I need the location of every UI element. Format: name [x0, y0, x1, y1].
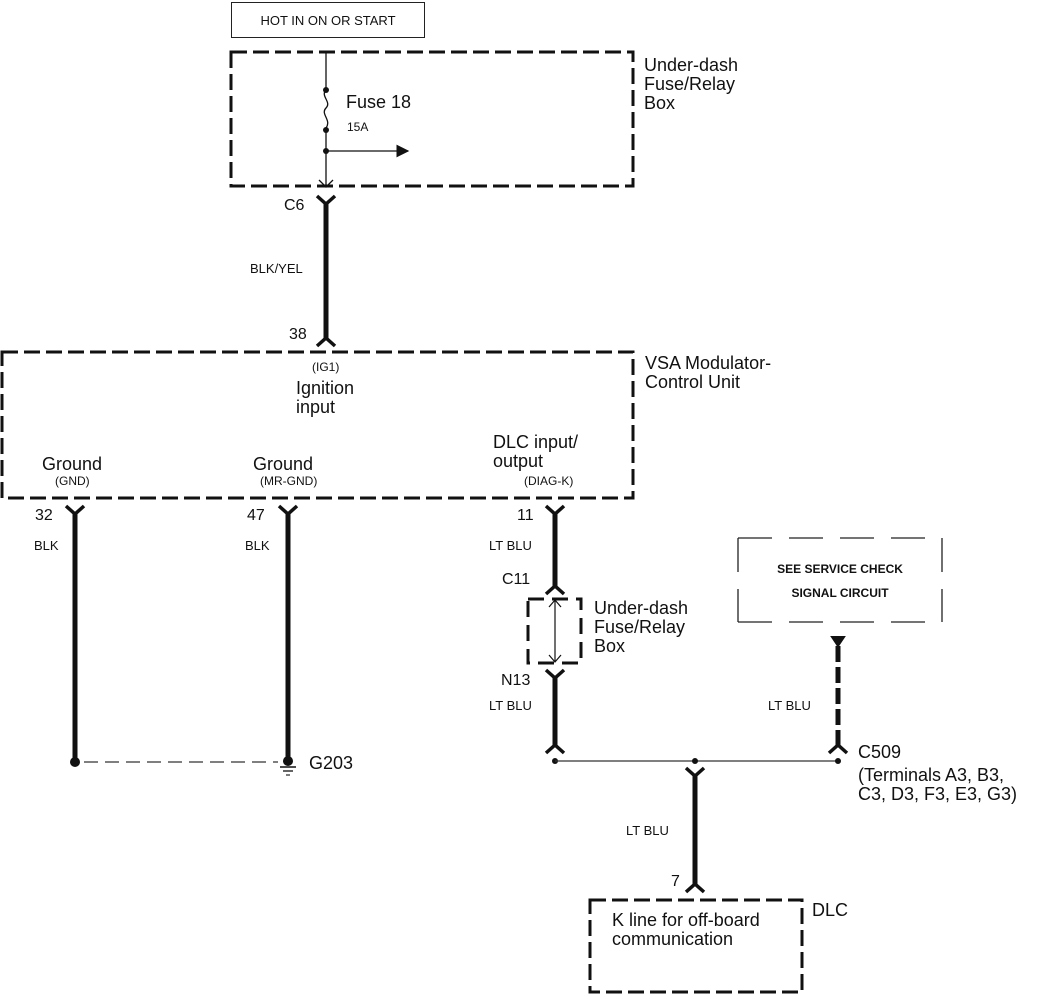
service-check-text[interactable]: SEE SERVICE CHECK SIGNAL CIRCUIT [777, 562, 903, 600]
fuse-box-mid-name: Under-dash Fuse/Relay Box [594, 598, 689, 656]
connector-c509-symbol [827, 742, 849, 755]
wire-color-mrgnd: BLK [245, 538, 270, 553]
connector-c11-label: C11 [502, 571, 531, 588]
service-check-outline [737, 537, 943, 623]
gnd-name: Ground [42, 454, 103, 474]
diag-description: DLC input/ output [493, 432, 579, 471]
connector-c11-symbol [544, 583, 566, 596]
fuse-box-mid-outline [526, 597, 583, 665]
fuse-rating: 15A [347, 120, 369, 134]
junction-dot-center [692, 758, 698, 764]
diag-code: (DIAG-K) [524, 474, 574, 488]
ig1-code: (IG1) [312, 360, 340, 374]
dlc-description: K line for off-board communication [612, 910, 760, 949]
wire-color-service: LT BLU [768, 698, 811, 713]
mrgnd-name: Ground [253, 454, 314, 474]
connector-c509-label: C509 [858, 742, 902, 762]
fuse-box-top-outline [229, 50, 635, 188]
terminal-11-label: 11 [517, 507, 534, 524]
fuse-label: Fuse 18 [346, 92, 412, 112]
wire-color-gnd: BLK [34, 538, 59, 553]
dlc-name: DLC [812, 900, 849, 920]
connector-c6-label: C6 [284, 197, 305, 214]
terminal-32-label: 32 [35, 507, 53, 524]
fuse-box-top-name: Under-dash Fuse/Relay Box [644, 55, 739, 113]
ground-g203-label: G203 [309, 753, 354, 773]
connector-junction-left-symbol [544, 742, 566, 755]
wire-color-blk-yel: BLK/YEL [250, 261, 303, 276]
wire-color-n13: LT BLU [489, 698, 532, 713]
dlc-outline [588, 898, 804, 994]
c509-terminals: (Terminals A3, B3, C3, D3, F3, E3, G3) [858, 765, 1018, 804]
connector-n13-label: N13 [501, 672, 531, 689]
terminal-7-label: 7 [671, 873, 680, 890]
vsa-unit-outline [0, 350, 635, 500]
passthrough-arrow-bottom [548, 654, 562, 663]
splice-dot-gnd [70, 757, 80, 767]
gnd-code: (GND) [55, 474, 90, 488]
wire-color-diag: LT BLU [489, 538, 532, 553]
terminal-38-label: 38 [289, 326, 307, 343]
connector-38-symbol [315, 335, 337, 348]
power-source-label: HOT IN ON OR START [260, 12, 396, 28]
mrgnd-code: (MR-GND) [260, 474, 318, 488]
fuse-18-symbol [323, 52, 329, 186]
ig1-description: Ignition input [296, 378, 355, 417]
wire-color-dlc: LT BLU [626, 823, 669, 838]
junction-dot-right [835, 758, 841, 764]
passthrough-arrow-top [548, 599, 562, 608]
vsa-unit-name: VSA Modulator- Control Unit [645, 353, 772, 392]
terminal-47-label: 47 [247, 507, 265, 524]
connector-7-symbol [684, 881, 706, 894]
female-terminal-c6-inner [318, 179, 334, 188]
power-source-box: HOT IN ON OR START [231, 2, 425, 38]
ground-g203-icon [280, 756, 296, 776]
connector-service-check-symbol [830, 636, 846, 648]
